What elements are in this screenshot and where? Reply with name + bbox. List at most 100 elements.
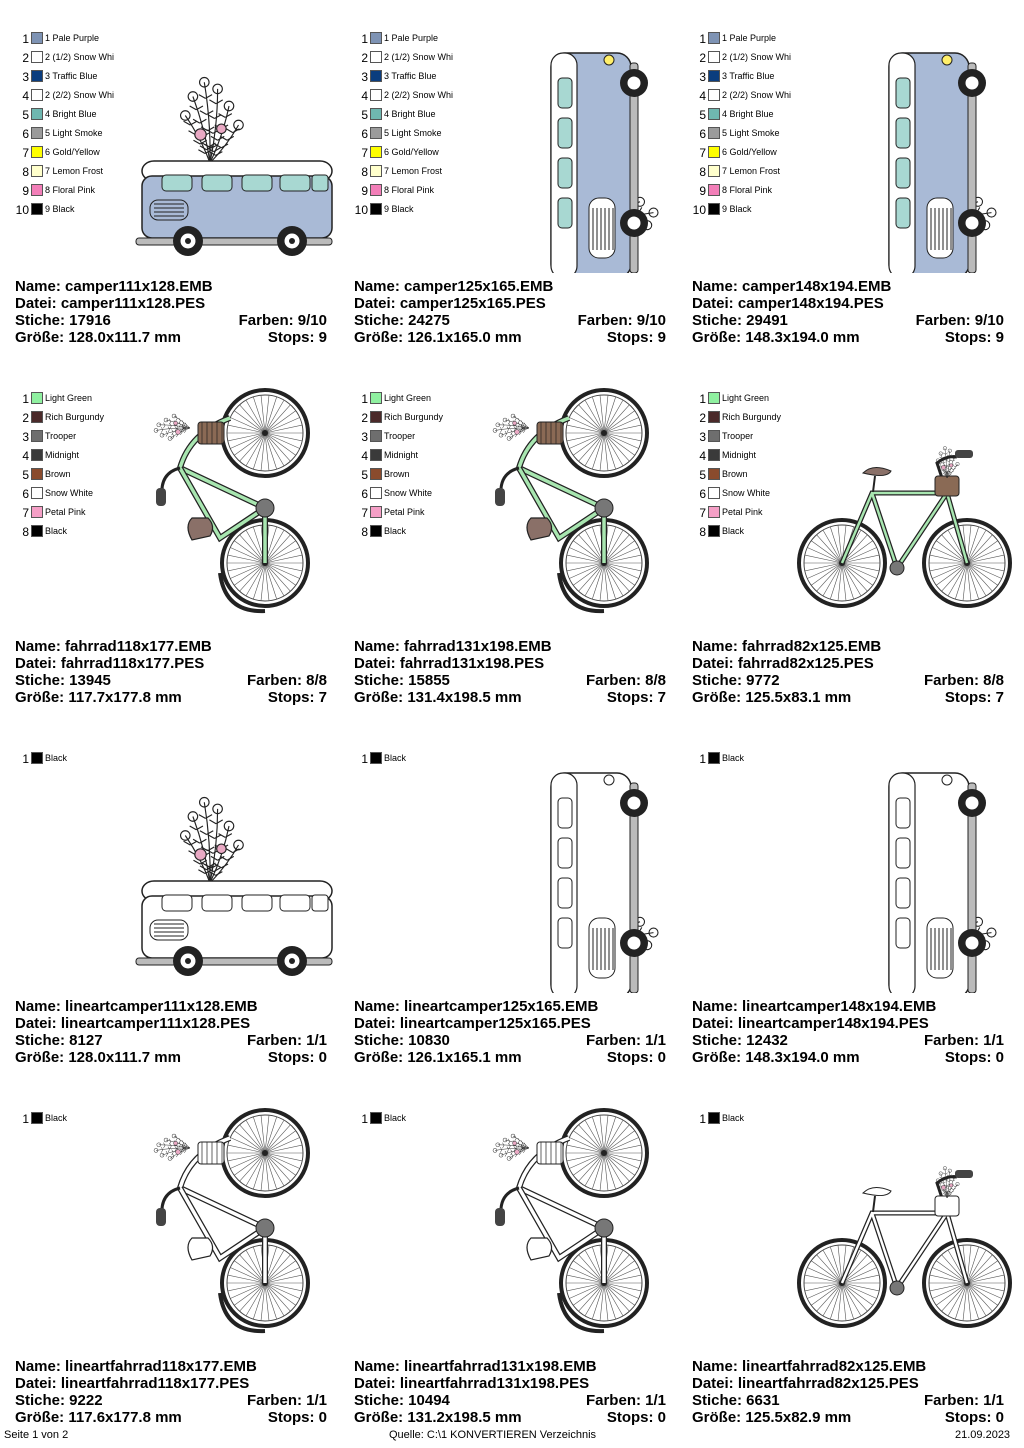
color-number: 5	[361, 468, 368, 482]
color-count: Farben: 1/1	[585, 1392, 666, 1409]
color-count: Farben: 1/1	[923, 1032, 1004, 1049]
color-number: 2	[22, 411, 29, 425]
stop-count: Stops: 0	[944, 1409, 1004, 1426]
color-name: 5 Light Smoke	[384, 128, 442, 138]
color-name: Snow White	[384, 488, 433, 498]
color-name: Midnight	[45, 450, 80, 460]
color-swatch	[708, 449, 720, 461]
color-swatch	[708, 89, 720, 101]
color-swatch	[370, 506, 382, 518]
color-name: Black	[45, 753, 68, 763]
color-name: 2 (1/2) Snow Whi	[45, 52, 115, 62]
color-name: Snow White	[45, 488, 94, 498]
stop-count: Stops: 7	[267, 689, 327, 706]
color-swatch	[370, 430, 382, 442]
color-swatch	[31, 468, 43, 480]
color-swatch	[370, 70, 382, 82]
color-name: Snow White	[722, 488, 771, 498]
color-name: 2 (2/2) Snow Whi	[45, 90, 115, 100]
color-number: 4	[699, 449, 706, 463]
color-swatch	[708, 203, 720, 215]
design-file: Datei: camper111x128.PES	[15, 295, 206, 312]
color-count: Farben: 1/1	[585, 1032, 666, 1049]
color-number: 5	[699, 108, 706, 122]
color-name: 2 (2/2) Snow Whi	[384, 90, 454, 100]
color-number: 7	[699, 146, 706, 160]
color-name: Black	[45, 526, 68, 536]
bicycle-design-preview	[797, 1108, 1012, 1353]
color-number: 1	[22, 752, 29, 766]
stop-count: Stops: 9	[944, 329, 1004, 346]
color-number: 9	[22, 184, 29, 198]
color-number: 5	[361, 108, 368, 122]
color-name: Light Green	[722, 393, 770, 403]
color-swatch	[31, 525, 43, 537]
color-swatch	[31, 89, 43, 101]
color-name: 3 Traffic Blue	[45, 71, 98, 81]
design-size: Größe: 117.7x177.8 mm	[15, 689, 182, 706]
color-name: 8 Floral Pink	[384, 185, 435, 195]
stitch-count: Stiche: 15855	[354, 672, 450, 689]
color-name: 2 (1/2) Snow Whi	[384, 52, 454, 62]
color-swatch	[31, 32, 43, 44]
color-name: 7 Lemon Frost	[45, 166, 104, 176]
stop-count: Stops: 7	[606, 689, 666, 706]
color-legend-row: 1 Black	[15, 752, 135, 771]
color-count: Farben: 1/1	[923, 1392, 1004, 1409]
color-number: 7	[22, 506, 29, 520]
color-count: Farben: 9/10	[915, 312, 1004, 329]
color-number: 3	[22, 430, 29, 444]
color-number: 8	[361, 165, 368, 179]
color-name: 1 Pale Purple	[722, 33, 777, 43]
page-number: Seite 1 von 2	[4, 1429, 69, 1441]
design-size: Größe: 125.5x82.9 mm	[692, 1409, 852, 1426]
color-number: 10	[15, 203, 29, 217]
color-number: 6	[22, 127, 29, 141]
color-name: Brown	[722, 469, 748, 479]
color-number: 2	[699, 51, 706, 65]
color-name: 4 Bright Blue	[722, 109, 774, 119]
color-number: 6	[361, 127, 368, 141]
design-name: Name: fahrrad118x177.EMB	[15, 638, 212, 655]
color-legend-row: 2 2 (1/2) Snow Whi	[692, 51, 812, 70]
color-number: 5	[699, 468, 706, 482]
color-name: Rich Burgundy	[722, 412, 782, 422]
color-swatch	[370, 468, 382, 480]
color-count: Farben: 1/1	[246, 1032, 327, 1049]
color-number: 6	[22, 487, 29, 501]
color-name: 4 Bright Blue	[384, 109, 436, 119]
color-name: 2 (1/2) Snow Whi	[722, 52, 792, 62]
design-file: Datei: lineartfahrrad82x125.PES	[692, 1375, 919, 1392]
color-name: 6 Gold/Yellow	[384, 147, 439, 157]
color-number: 9	[361, 184, 368, 198]
stop-count: Stops: 7	[944, 689, 1004, 706]
color-number: 1	[361, 32, 368, 46]
color-number: 8	[361, 525, 368, 539]
color-name: 2 (2/2) Snow Whi	[722, 90, 792, 100]
color-name: Trooper	[384, 431, 416, 441]
color-legend-row: 6 5 Light Smoke	[354, 127, 474, 146]
design-size: Größe: 131.4x198.5 mm	[354, 689, 522, 706]
color-name: 8 Floral Pink	[722, 185, 773, 195]
design-size: Größe: 148.3x194.0 mm	[692, 1049, 860, 1066]
bicycle-design-preview	[797, 388, 1012, 633]
